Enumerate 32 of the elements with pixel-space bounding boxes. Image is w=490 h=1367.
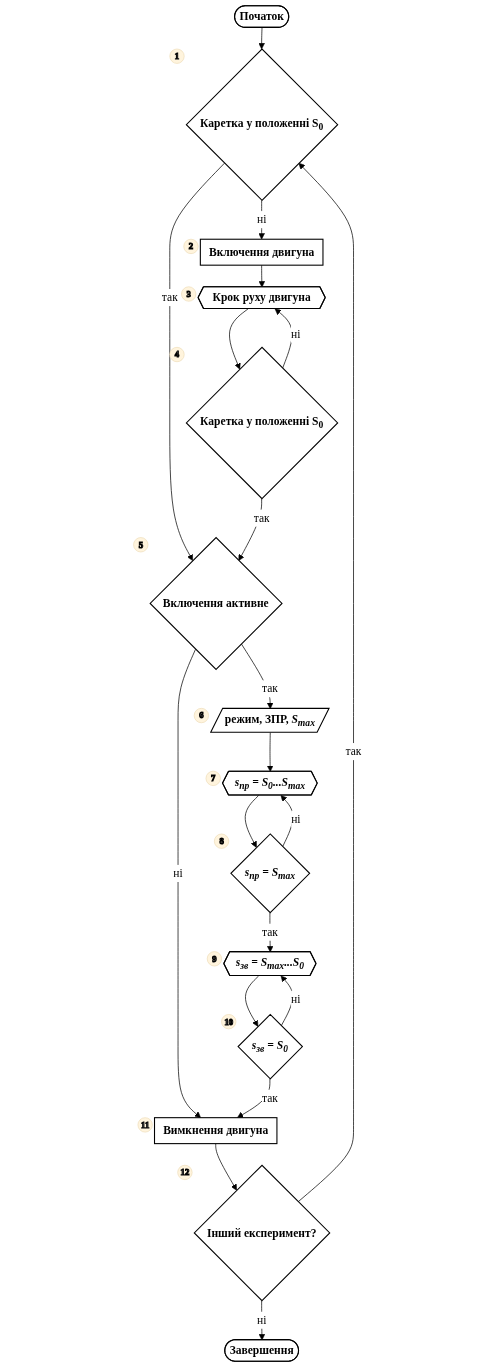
step-number: 9	[206, 951, 222, 967]
edge-label: ні	[256, 213, 267, 226]
edge-label: ні	[173, 866, 183, 880]
edge-label: так	[345, 745, 362, 758]
step-number: 11	[137, 1117, 153, 1133]
node-diamond: s$_{пр}$ = S$_{max}$	[230, 833, 311, 914]
node-diamond: Інший експеримент?	[193, 1164, 331, 1302]
step-number: 6	[193, 708, 209, 724]
step-number: 7	[205, 770, 221, 786]
edge-label: так	[161, 291, 178, 304]
step-number: 12	[177, 1164, 193, 1180]
edge-label: так	[261, 682, 278, 695]
step-number: 3	[181, 286, 197, 302]
node-diamond: Каретка у положенні S$_{0}$	[185, 346, 339, 500]
edge-label: ні	[291, 812, 301, 825]
step-number: 10	[221, 1014, 237, 1030]
edge-label: ні	[290, 327, 301, 340]
node-diamond: s$_{зв}$ = S$_{0}$	[237, 1013, 304, 1080]
step-number: 5	[133, 537, 149, 553]
edge-label: так	[253, 511, 270, 524]
edge-label: так	[261, 925, 278, 938]
step-number: 8	[213, 833, 230, 849]
step-number: 1	[169, 48, 185, 64]
node-box: Включення двигуна	[199, 238, 324, 266]
node-diamond: Каретка у положенні S$_{0}$	[185, 48, 339, 202]
step-number: 4	[169, 346, 185, 363]
edge-label: ні	[256, 1313, 267, 1326]
step-number: 2	[183, 238, 199, 254]
node-diamond: Включення активне	[149, 536, 283, 671]
edge-label: ні	[291, 992, 301, 1005]
node-box: Вимкнення двигуна	[153, 1117, 278, 1145]
edge-label: так	[261, 1091, 278, 1104]
